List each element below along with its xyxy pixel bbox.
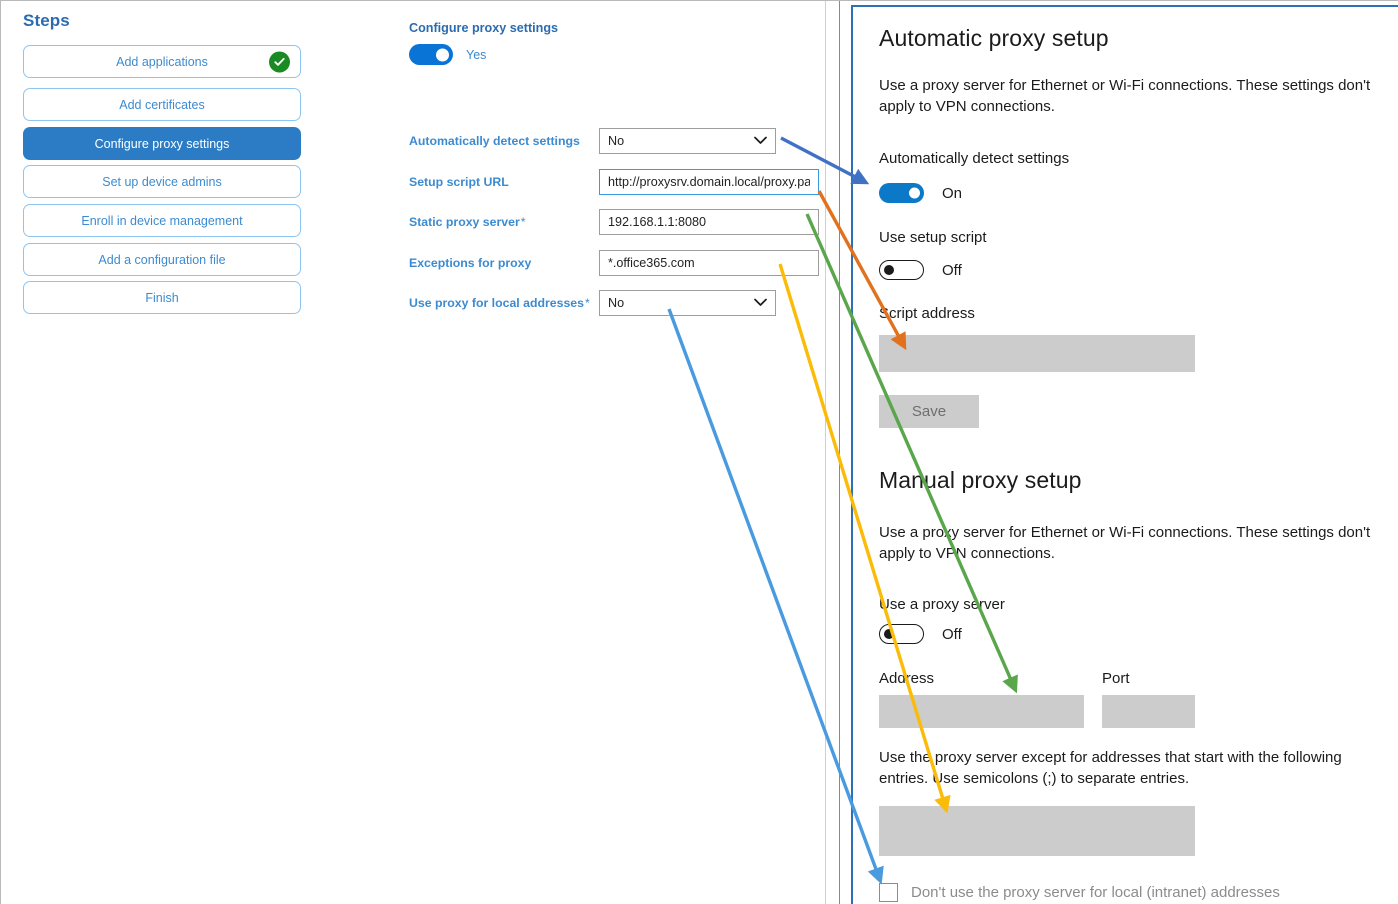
step-item-set-up-device-admins[interactable]: Set up device admins — [23, 165, 301, 198]
configure-proxy-toggle-label: Yes — [466, 47, 487, 62]
required-asterisk: * — [519, 215, 526, 229]
automatically-detect-settings-toggle-row: On — [879, 183, 962, 203]
check-circle-icon — [269, 51, 290, 72]
automatically-detect-settings-toggle[interactable] — [879, 183, 924, 203]
field-row-exceptions-for-proxy: Exceptions for proxy *.office365.com — [409, 250, 839, 276]
use-a-proxy-server-toggle[interactable] — [879, 624, 924, 644]
script-address-input[interactable] — [879, 335, 1195, 372]
manual-proxy-setup-description: Use a proxy server for Ethernet or Wi-Fi… — [879, 524, 1371, 562]
toggle-state-label: Off — [942, 625, 962, 643]
use-setup-script-label: Use setup script — [879, 229, 987, 246]
local-addresses-checkbox-row: Don't use the proxy server for local (in… — [879, 883, 1280, 902]
step-item-add-a-configuration-file[interactable]: Add a configuration file — [23, 243, 301, 276]
port-label: Port — [1102, 670, 1130, 687]
input-value: *.office365.com — [608, 256, 695, 270]
chevron-down-icon — [754, 134, 767, 148]
local-addresses-checkbox[interactable] — [879, 883, 898, 902]
automatic-proxy-setup-description: Use a proxy server for Ethernet or Wi-Fi… — [879, 77, 1371, 115]
form-heading: Configure proxy settings — [409, 21, 559, 35]
use-a-proxy-server-label: Use a proxy server — [879, 596, 1005, 613]
exceptions-input[interactable] — [879, 806, 1195, 856]
setup-script-url-input[interactable]: http://proxysrv.domain.local/proxy.pa — [599, 169, 819, 195]
port-input[interactable] — [1102, 695, 1195, 728]
step-label: Configure proxy settings — [94, 136, 230, 151]
configure-proxy-toggle-row: Yes — [409, 44, 486, 65]
use-proxy-for-local-addresses-select[interactable]: No — [599, 290, 776, 316]
toggle-state-label: Off — [942, 261, 962, 279]
exceptions-description: Use the proxy server except for addresse… — [879, 749, 1342, 787]
required-asterisk: * — [583, 296, 590, 310]
step-label: Finish — [145, 290, 179, 305]
toggle-state-label: On — [942, 184, 963, 202]
address-input[interactable] — [879, 695, 1084, 728]
panel-divider-light — [825, 1, 826, 904]
step-label: Set up device admins — [102, 174, 222, 189]
panel-divider-dark — [839, 1, 840, 904]
field-label: Use proxy for local addresses * — [409, 296, 590, 310]
manual-proxy-setup-heading: Manual proxy setup — [879, 467, 1082, 493]
save-button[interactable]: Save — [879, 395, 979, 428]
field-row-automatically-detect-settings: Automatically detect settings No — [409, 128, 839, 154]
input-value: 192.168.1.1:8080 — [608, 215, 707, 229]
proxy-form-panel: Configure proxy settings Yes Automatical… — [331, 1, 839, 904]
field-label: Exceptions for proxy — [409, 256, 532, 270]
input-value: http://proxysrv.domain.local/proxy.pa — [608, 175, 810, 189]
exceptions-for-proxy-input[interactable]: *.office365.com — [599, 250, 819, 276]
automatically-detect-settings-select[interactable]: No — [599, 128, 776, 154]
use-a-proxy-server-toggle-row: Off — [879, 624, 962, 644]
step-label: Enroll in device management — [81, 213, 243, 228]
field-label: Automatically detect settings — [409, 134, 580, 148]
local-addresses-checkbox-label: Don't use the proxy server for local (in… — [911, 884, 1280, 901]
use-setup-script-toggle-row: Off — [879, 260, 962, 280]
step-label: Add certificates — [119, 97, 205, 112]
field-label: Static proxy server * — [409, 215, 526, 229]
select-value: No — [608, 134, 625, 148]
configure-proxy-toggle[interactable] — [409, 44, 453, 65]
use-setup-script-toggle[interactable] — [879, 260, 924, 280]
field-row-use-proxy-for-local-addresses: Use proxy for local addresses * No — [409, 290, 839, 316]
chevron-down-icon — [754, 296, 767, 310]
static-proxy-server-input[interactable]: 192.168.1.1:8080 — [599, 209, 819, 235]
step-item-add-certificates[interactable]: Add certificates — [23, 88, 301, 121]
select-value: No — [608, 296, 625, 310]
script-address-label: Script address — [879, 305, 975, 322]
steps-panel: Steps Add applications Add certificates … — [1, 1, 331, 904]
step-label: Add a configuration file — [98, 252, 226, 267]
address-label: Address — [879, 670, 935, 687]
step-label: Add applications — [116, 54, 208, 69]
automatic-proxy-setup-heading: Automatic proxy setup — [879, 25, 1109, 51]
field-row-setup-script-url: Setup script URL http://proxysrv.domain.… — [409, 169, 839, 195]
step-item-finish[interactable]: Finish — [23, 281, 301, 314]
field-label: Setup script URL — [409, 175, 509, 189]
field-row-static-proxy-server: Static proxy server * 192.168.1.1:8080 — [409, 209, 839, 235]
step-item-configure-proxy-settings[interactable]: Configure proxy settings — [23, 127, 301, 160]
step-item-add-applications[interactable]: Add applications — [23, 45, 301, 78]
windows-proxy-settings-panel: Automatic proxy setup Use a proxy server… — [851, 5, 1398, 904]
steps-title: Steps — [23, 11, 70, 30]
step-item-enroll-in-device-management[interactable]: Enroll in device management — [23, 204, 301, 237]
automatically-detect-settings-label: Automatically detect settings — [879, 150, 1070, 167]
